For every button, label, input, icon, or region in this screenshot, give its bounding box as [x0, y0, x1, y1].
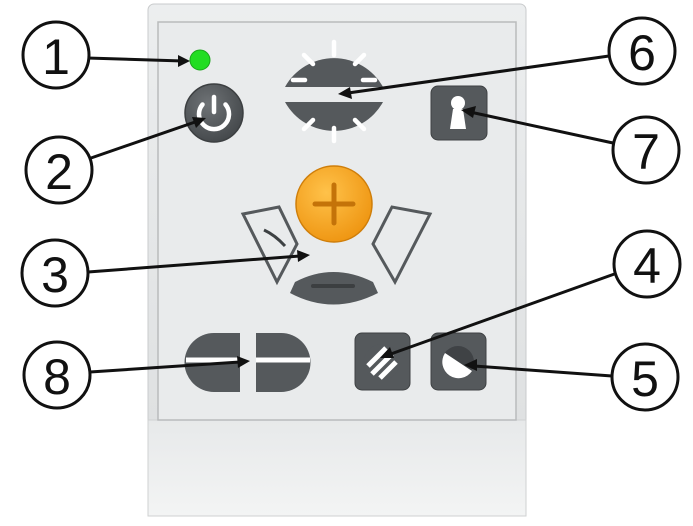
brightness-dial[interactable] [285, 39, 383, 144]
callout-3: 3 [20, 238, 90, 308]
callout-1: 1 [21, 20, 91, 90]
contrast-icon [364, 344, 400, 380]
lamp-icon [450, 96, 466, 129]
callout-5: 5 [610, 342, 680, 412]
leader-lines [86, 54, 621, 378]
callout-6: 6 [607, 16, 677, 86]
zoom-out-button[interactable] [290, 272, 378, 305]
status-led [189, 49, 211, 71]
callout-4: 4 [612, 229, 682, 299]
power-button[interactable] [184, 83, 244, 143]
contrast-button[interactable] [354, 332, 411, 391]
power-icon [196, 94, 232, 132]
lamp-button[interactable] [430, 85, 488, 141]
zoom-control[interactable] [240, 165, 433, 305]
callout-8: 8 [22, 340, 92, 410]
zoom-in-button[interactable] [295, 165, 373, 243]
sun-dial-icon [290, 39, 378, 144]
brightness-up-half[interactable] [285, 58, 383, 87]
callout-8-label: 8 [43, 349, 71, 405]
color-mode-button[interactable] [430, 332, 487, 391]
callout-4-label: 4 [633, 238, 661, 294]
callout-5-label: 5 [631, 351, 659, 407]
callout-2-label: 2 [45, 144, 73, 200]
callout-7: 7 [611, 115, 681, 185]
callout-2: 2 [24, 135, 94, 205]
callout-6-label: 6 [628, 25, 656, 81]
callout-3-label: 3 [41, 247, 69, 303]
plus-icon [312, 182, 356, 226]
callout-7-label: 7 [632, 124, 660, 180]
half-circle-icon [442, 346, 474, 379]
callout-1-label: 1 [42, 29, 70, 85]
